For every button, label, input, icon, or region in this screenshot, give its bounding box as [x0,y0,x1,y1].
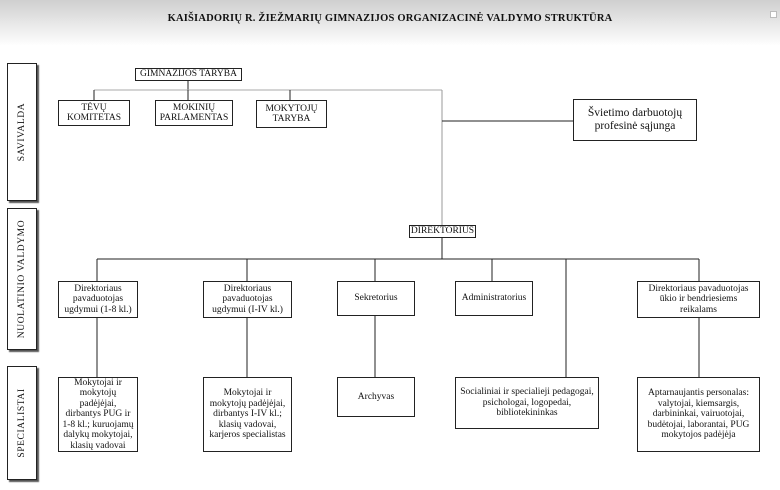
node-aptarnaujantis: Aptarnaujantis personalas: valytojai, ki… [637,377,760,452]
band-nuolatinio-label: NUOLATINIO VALDYMO [17,219,27,339]
corner-marker [770,11,777,18]
node-direktorius: DIREKTORIUS [409,225,476,238]
node-gimnazijos-taryba: GIMNAZIJOS TARYBA [135,68,242,81]
band-specialistai-label: SPECIALISTAI [17,388,27,458]
band-nuolatinio-valdymo: NUOLATINIO VALDYMO [7,208,37,350]
node-mokiniu-parlamentas: MOKINIŲ PARLAMENTAS [155,100,233,126]
page-title: KAIŠIADORIŲ R. ŽIEŽMARIŲ GIMNAZIJOS ORGA… [167,13,613,24]
band-savivalda: SAVIVALDA [7,63,37,201]
node-sekretorius: Sekretorius [337,281,415,316]
band-savivalda-label: SAVIVALDA [17,102,27,162]
node-mokytoju-taryba: MOKYTOJŲ TARYBA [256,100,327,128]
band-specialistai: SPECIALISTAI [7,366,37,480]
node-administratorius: Administratorius [455,281,533,316]
node-pavaduotojas-1-8: Direktoriaus pavaduotojas ugdymui (1-8 k… [58,281,138,318]
node-pavaduotojas-ukio: Direktoriaus pavaduotojas ūkio ir bendri… [637,281,760,318]
node-socialiniai: Socialiniai ir specialieji pedagogai, ps… [455,377,599,429]
node-archyvas: Archyvas [337,377,415,417]
node-profesine-sajunga: Švietimo darbuotojų profesinė sąjunga [573,99,697,141]
node-tevu-komitetas: TĖVŲ KOMITETAS [58,100,130,126]
node-pavaduotojas-I-IV: Direktoriaus pavaduotojas ugdymui (I-IV … [203,281,292,318]
node-mokytojai-I-IV: Mokytojai ir mokytojų padėjėjai, dirbant… [203,377,292,452]
node-mokytojai-1-8: Mokytojai ir mokytojų padėjėjai, dirbant… [58,377,138,452]
